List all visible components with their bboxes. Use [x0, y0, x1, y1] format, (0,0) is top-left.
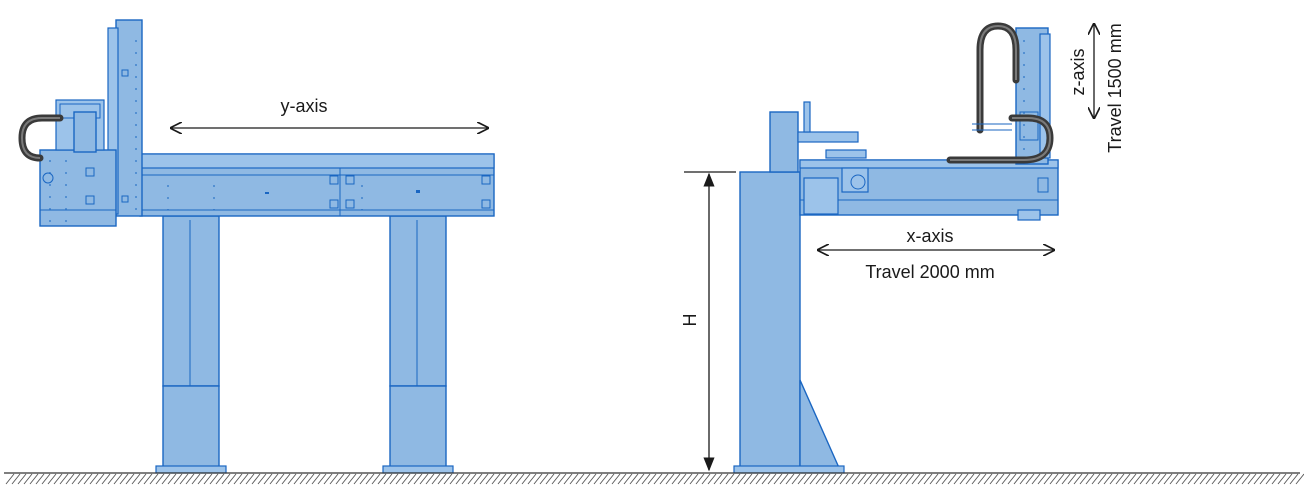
x-travel-label: Travel 2000 mm: [865, 262, 994, 282]
x-axis-arm: [799, 159, 1059, 221]
carriage-front: [39, 99, 117, 227]
x-axis-label: x-axis: [906, 226, 953, 246]
gantry-side-view: [733, 22, 1059, 474]
top-bracket: [769, 101, 867, 173]
gantry-front-view: [18, 19, 495, 474]
z-axis-label: z-axis: [1068, 48, 1088, 95]
right-leg: [382, 215, 454, 474]
z-column-front: [107, 19, 143, 217]
left-leg: [155, 215, 227, 474]
height-label: H: [680, 314, 700, 327]
height-dimension: [684, 171, 736, 472]
z-axis-head: [1015, 27, 1051, 165]
side-column: [733, 171, 845, 474]
cable-chain-z: [976, 22, 1020, 134]
y-axis-beam: [139, 153, 495, 217]
ground-line: [4, 472, 1304, 485]
z-travel-label: Travel 1500 mm: [1105, 23, 1125, 152]
y-axis-label: y-axis: [280, 96, 327, 116]
